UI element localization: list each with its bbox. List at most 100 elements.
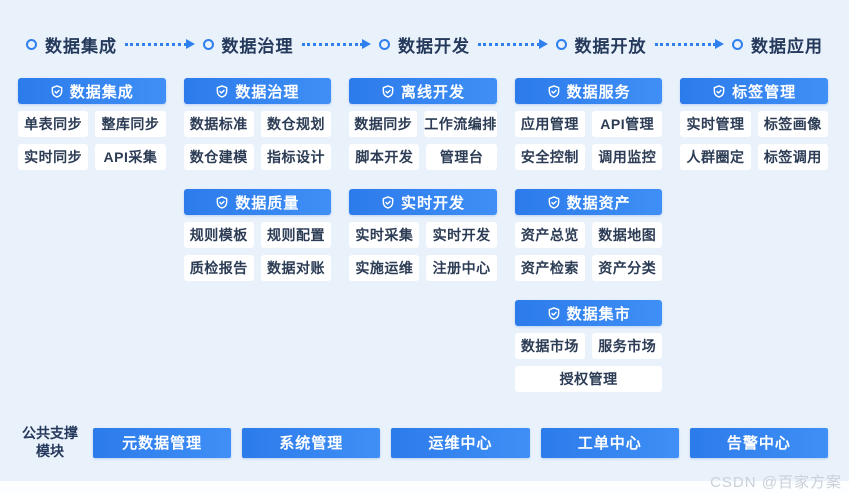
module-item: 人群圈定	[680, 144, 751, 170]
group-header: 离线开发	[349, 78, 497, 104]
flow-label: 数据集成	[45, 36, 117, 56]
module-item: 工作流编排	[424, 111, 497, 137]
shield-check-icon	[381, 195, 395, 210]
group-header: 实时开发	[349, 189, 497, 215]
group-data-quality: 数据质量 规则模板 规则配置 质检报告 数据对账	[183, 189, 332, 281]
module-item: 管理台	[426, 144, 497, 170]
item-row: 数据标准 数仓规划	[183, 111, 332, 137]
shield-check-icon	[547, 195, 561, 210]
support-module-system: 系统管理	[242, 427, 381, 458]
support-module-alert-center: 告警中心	[689, 427, 829, 458]
module-item: 服务市场	[592, 333, 663, 359]
item-row: 安全控制 调用监控	[514, 144, 663, 170]
module-item: 资产总览	[514, 222, 586, 248]
bottom-strip	[0, 481, 849, 493]
module-item: 数据同步	[349, 111, 418, 137]
shield-check-icon	[547, 306, 561, 321]
process-flow: 数据集成 数据治理 数据开发 数据开放 数据应用	[26, 30, 823, 58]
circle-icon	[555, 38, 567, 50]
group-title: 数据质量	[235, 194, 300, 212]
item-row: 数仓建模 指标设计	[183, 144, 332, 170]
flow-label: 数据治理	[221, 36, 294, 56]
module-item: 安全控制	[514, 144, 586, 170]
module-item: 实时管理	[680, 111, 751, 137]
column-data-integration: 数据集成 单表同步 整库同步 实时同步 API采集	[18, 78, 166, 392]
support-module-ticket-center: 工单中心	[540, 427, 679, 458]
dotted-arrow-icon	[301, 39, 371, 49]
module-item: 指标设计	[260, 144, 332, 170]
support-label: 公共支撑 模块	[18, 425, 82, 460]
group-offline-development: 离线开发 数据同步 工作流编排 脚本开发 管理台	[349, 78, 497, 170]
dotted-arrow-icon	[654, 39, 724, 49]
flow-node-data-integration: 数据集成	[26, 32, 117, 57]
circle-icon	[732, 38, 743, 50]
support-module-ops-center: 运维中心	[391, 427, 530, 458]
group-title: 数据治理	[235, 83, 300, 101]
group-title: 离线开发	[400, 83, 465, 101]
support-label-line1: 公共支撑	[22, 425, 78, 441]
item-row: 资产总览 数据地图	[514, 222, 663, 248]
item-row: 规则模板 规则配置	[183, 222, 332, 248]
group-data-mart: 数据集市 数据市场 服务市场 授权管理	[514, 300, 663, 392]
circle-icon	[26, 38, 37, 50]
module-item: 资产分类	[592, 255, 663, 281]
flow-node-data-development: 数据开发	[379, 32, 470, 57]
item-row: 单表同步 整库同步	[18, 111, 166, 137]
support-row: 公共支撑 模块 元数据管理 系统管理 运维中心 工单中心 告警中心	[18, 425, 829, 460]
module-item: API管理	[592, 111, 663, 137]
group-header: 数据集成	[18, 78, 166, 104]
module-item: 授权管理	[514, 366, 663, 392]
watermark: CSDN @百家方案	[710, 474, 842, 491]
shield-check-icon	[712, 84, 726, 99]
module-item: 资产检索	[514, 255, 586, 281]
column-data-governance: 数据治理 数据标准 数仓规划 数仓建模 指标设计 数据质量	[183, 78, 332, 392]
item-row: 数据市场 服务市场	[514, 333, 663, 359]
flow-label: 数据开发	[398, 36, 470, 56]
module-item: 数据对账	[260, 255, 332, 281]
shield-check-icon	[381, 84, 395, 99]
flow-node-data-application: 数据应用	[732, 32, 823, 57]
module-item: 标签画像	[757, 111, 828, 137]
group-data-integration: 数据集成 单表同步 整库同步 实时同步 API采集	[18, 78, 166, 170]
group-data-assets: 数据资产 资产总览 数据地图 资产检索 资产分类	[514, 189, 663, 281]
group-header: 数据治理	[183, 78, 332, 104]
group-title: 数据服务	[566, 83, 631, 101]
dotted-arrow-icon	[125, 39, 195, 49]
support-module-metadata: 元数据管理	[93, 427, 232, 458]
module-item: 规则模板	[183, 222, 254, 248]
module-item: 注册中心	[426, 255, 497, 281]
module-item: 脚本开发	[349, 144, 420, 170]
module-item: API采集	[95, 144, 166, 170]
circle-icon	[379, 38, 390, 50]
shield-check-icon	[215, 84, 229, 99]
circle-icon	[202, 38, 214, 50]
group-data-service: 数据服务 应用管理 API管理 安全控制 调用监控	[514, 78, 663, 170]
column-data-openness: 数据服务 应用管理 API管理 安全控制 调用监控 数据资产	[514, 78, 663, 392]
module-item: 标签调用	[757, 144, 828, 170]
module-item: 质检报告	[183, 255, 254, 281]
group-data-governance: 数据治理 数据标准 数仓规划 数仓建模 指标设计	[183, 78, 332, 170]
module-item: 数据市场	[514, 333, 586, 359]
group-realtime-development: 实时开发 实时采集 实时开发 实施运维 注册中心	[349, 189, 497, 281]
shield-check-icon	[50, 84, 64, 99]
module-item: 整库同步	[95, 111, 166, 137]
dotted-arrow-icon	[478, 39, 548, 49]
flow-node-data-governance: 数据治理	[202, 32, 294, 57]
module-item: 调用监控	[592, 144, 663, 170]
column-data-development: 离线开发 数据同步 工作流编排 脚本开发 管理台 实时开发	[349, 78, 497, 392]
group-title: 数据集成	[69, 83, 134, 101]
group-title: 实时开发	[400, 194, 465, 212]
module-item: 数据标准	[183, 111, 254, 137]
group-title: 数据资产	[566, 194, 631, 212]
flow-label: 数据开放	[574, 36, 647, 56]
item-row: 授权管理	[514, 366, 663, 392]
group-header: 标签管理	[680, 78, 828, 104]
module-item: 应用管理	[514, 111, 586, 137]
group-header: 数据资产	[514, 189, 663, 215]
group-header: 数据质量	[183, 189, 332, 215]
column-data-application: 标签管理 实时管理 标签画像 人群圈定 标签调用	[680, 78, 828, 392]
module-item: 实时采集	[349, 222, 420, 248]
item-row: 数据同步 工作流编排	[349, 111, 497, 137]
module-item: 实时开发	[426, 222, 497, 248]
